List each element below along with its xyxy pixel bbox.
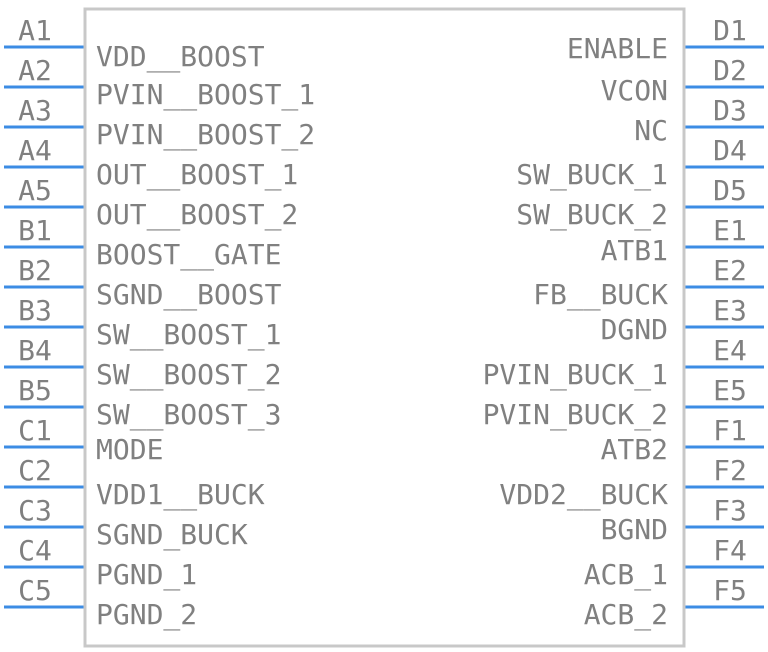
pin-number-f5: F5: [713, 574, 747, 607]
pin-name-b5: SW__BOOST_3: [96, 398, 281, 432]
pin-number-c4: C4: [18, 534, 52, 567]
pin-name-c2: VDD1__BUCK: [96, 478, 265, 512]
pin-number-b3: B3: [18, 294, 52, 327]
pin-number-b5: B5: [18, 374, 52, 407]
pin-name-d3: NC: [634, 114, 668, 147]
pin-number-e3: E3: [713, 294, 747, 327]
pin-name-d5: SW_BUCK_2: [516, 198, 668, 232]
pin-number-e2: E2: [713, 254, 747, 287]
pin-name-f3: BGND: [601, 513, 668, 546]
pin-number-d3: D3: [713, 94, 747, 127]
pin-number-a2: A2: [18, 54, 52, 87]
pin-number-a3: A3: [18, 94, 52, 127]
pin-lines: [4, 45, 764, 609]
pin-number-a4: A4: [18, 134, 52, 167]
pin-name-d2: VCON: [601, 74, 668, 107]
pin-name-f4: ACB_1: [584, 558, 668, 592]
pin-name-e2: FB__BUCK: [533, 278, 668, 312]
pin-name-c5: PGND_2: [96, 598, 197, 632]
pin-name-a4: OUT__BOOST_1: [96, 158, 298, 192]
pin-number-f2: F2: [713, 454, 747, 487]
pin-name-a3: PVIN__BOOST_2: [96, 118, 315, 152]
pin-number-d5: D5: [713, 174, 747, 207]
pin-name-e5: PVIN_BUCK_2: [483, 398, 668, 432]
pin-name-b4: SW__BOOST_2: [96, 358, 281, 392]
pin-names: VDD__BOOST PVIN__BOOST_1PVIN__BOOST_2OUT_…: [96, 32, 668, 632]
pin-name-a5: OUT__BOOST_2: [96, 198, 298, 232]
pin-name-a1: VDD__BOOST: [96, 40, 265, 74]
pin-number-d4: D4: [713, 134, 747, 167]
pin-name-b3: SW__BOOST_1: [96, 318, 281, 352]
pin-name-e1: ATB1: [601, 234, 668, 267]
pin-name-b1: BOOST__GATE: [96, 238, 281, 272]
pin-name-e4: PVIN_BUCK_1: [483, 358, 668, 392]
pin-name-f2: VDD2__BUCK: [499, 478, 668, 512]
ic-body: [83, 7, 686, 648]
pin-number-a1: A1: [18, 14, 52, 47]
pin-number-d1: D1: [713, 14, 747, 47]
pin-name-f1: ATB2: [601, 433, 668, 466]
pin-name-c4: PGND_1: [96, 558, 197, 592]
pin-number-c3: C3: [18, 494, 52, 527]
pin-name-d1: ENABLE: [567, 32, 668, 65]
pin-name-e3: DGND: [601, 313, 668, 346]
pin-name-c1: MODE: [96, 433, 163, 466]
pin-name-a2: PVIN__BOOST_1: [96, 78, 315, 112]
pin-number-b2: B2: [18, 254, 52, 287]
pin-number-e4: E4: [713, 334, 747, 367]
pin-number-b4: B4: [18, 334, 52, 367]
pin-number-c2: C2: [18, 454, 52, 487]
pin-number-e1: E1: [713, 214, 747, 247]
pin-number-f3: F3: [713, 494, 747, 527]
pin-number-f1: F1: [713, 414, 747, 447]
pin-number-c1: C1: [18, 414, 52, 447]
pin-number-e5: E5: [713, 374, 747, 407]
pin-number-b1: B1: [18, 214, 52, 247]
pin-name-b2: SGND__BOOST: [96, 278, 282, 312]
pin-name-c3: SGND_BUCK: [96, 518, 248, 552]
pin-number-a5: A5: [18, 174, 52, 207]
pin-number-f4: F4: [713, 534, 747, 567]
pin-number-d2: D2: [713, 54, 747, 87]
pin-name-f5: ACB_2: [584, 598, 668, 632]
pin-number-c5: C5: [18, 574, 52, 607]
pin-name-d4: SW_BUCK_1: [516, 158, 668, 192]
